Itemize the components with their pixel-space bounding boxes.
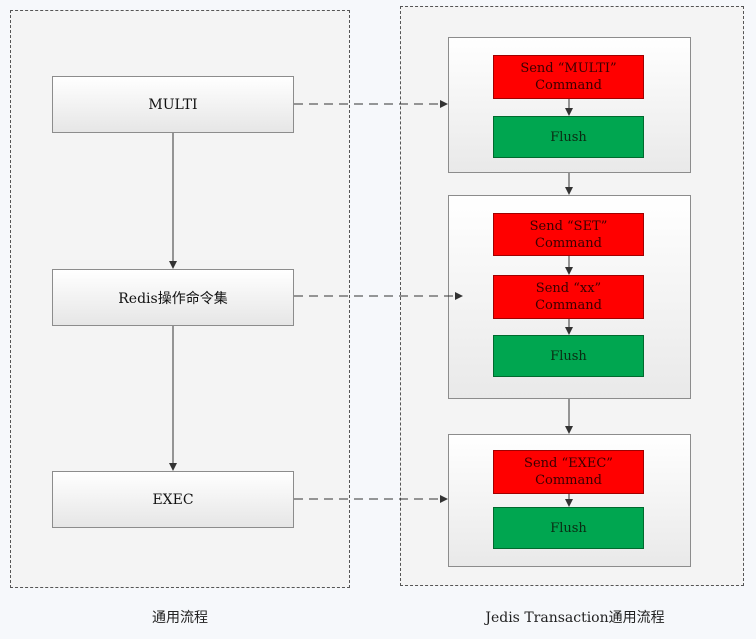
flush-label-3: Flush — [550, 520, 587, 536]
send-xx-command-box: Send “xx” Command — [493, 275, 644, 319]
commands-step-box: Redis操作命令集 — [52, 269, 294, 326]
send-exec-command-box: Send “EXEC” Command — [493, 450, 644, 494]
send-set-command-box: Send “SET” Command — [493, 213, 644, 256]
jedis-transaction-flow-caption: Jedis Transaction通用流程 — [485, 610, 665, 626]
flush-box-2: Flush — [493, 335, 644, 377]
flush-label-2: Flush — [550, 348, 587, 364]
send-multi-command-box: Send “MULTI” Command — [493, 55, 644, 99]
multi-step-box: MULTI — [52, 76, 294, 133]
flush-box-1: Flush — [493, 116, 644, 158]
exec-step-box: EXEC — [52, 471, 294, 528]
multi-step-label: MULTI — [148, 96, 198, 113]
general-flow-caption: 通用流程 — [152, 610, 208, 626]
commands-step-label: Redis操作命令集 — [118, 290, 228, 307]
exec-step-label: EXEC — [152, 491, 194, 508]
flush-box-3: Flush — [493, 507, 644, 549]
flush-label-1: Flush — [550, 129, 587, 145]
